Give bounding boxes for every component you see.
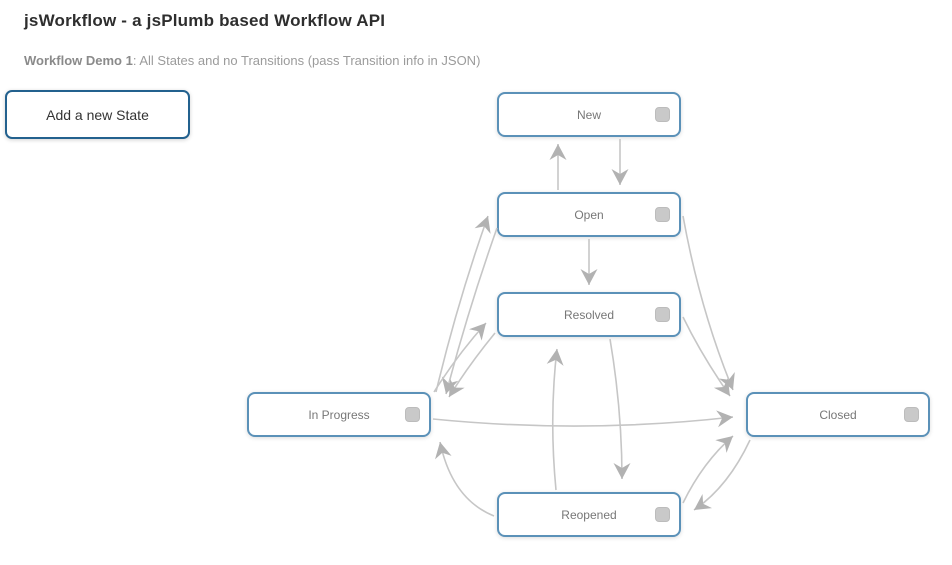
connection-reopened-resolved: [551, 348, 558, 491]
endpoint-handle[interactable]: [655, 506, 670, 522]
endpoint-handle[interactable]: [655, 306, 670, 322]
connection-closed-reopened: [693, 439, 751, 511]
connection-open-inprogress: [445, 227, 498, 395]
state-label: In Progress: [308, 407, 370, 422]
endpoint-handle[interactable]: [405, 406, 420, 422]
endpoint-handle[interactable]: [655, 106, 670, 122]
connection-inprogress-resolved: [433, 322, 487, 393]
arrowhead-resolved-closed: [713, 378, 730, 396]
page-title: jsWorkflow - a jsPlumb based Workflow AP…: [24, 11, 386, 30]
arrowhead-reopened-inprogress: [435, 442, 452, 460]
state-node-closed[interactable]: Closed: [746, 392, 930, 437]
arrowhead-inprogress-closed: [716, 410, 733, 428]
connection-open-closed: [682, 215, 734, 391]
state-node-open[interactable]: Open: [497, 192, 681, 237]
connection-resolved-inprogress: [448, 332, 496, 398]
state-label: Resolved: [563, 307, 615, 322]
arrowhead-reopened-resolved: [546, 349, 564, 366]
state-node-new[interactable]: New: [497, 92, 681, 137]
arrowhead-open-resolved: [580, 269, 598, 285]
arrowhead-open-closed: [719, 372, 735, 390]
state-node-inprogress[interactable]: In Progress: [247, 392, 431, 437]
demo-number-label: Workflow Demo 1: [24, 53, 133, 68]
endpoint-handle[interactable]: [655, 206, 670, 222]
state-label: Reopened: [561, 507, 617, 522]
connection-inprogress-closed: [432, 416, 734, 427]
arrowhead-closed-reopened: [694, 494, 712, 510]
state-node-reopened[interactable]: Reopened: [497, 492, 681, 537]
state-label: New: [576, 107, 601, 122]
connection-resolved-reopened: [609, 338, 623, 480]
arrowhead-inprogress-resolved: [469, 323, 486, 341]
demo-description: : All States and no Transitions (pass Tr…: [132, 53, 481, 68]
connection-resolved-closed: [682, 316, 731, 397]
connection-inprogress-open: [435, 215, 489, 393]
connection-reopened-inprogress: [439, 441, 495, 517]
state-node-resolved[interactable]: Resolved: [497, 292, 681, 337]
state-label: Closed: [819, 407, 857, 422]
arrowhead-inprogress-open: [474, 216, 491, 234]
state-label: Open: [574, 207, 604, 222]
arrowhead-open-inprogress: [441, 376, 459, 394]
add-state-button[interactable]: Add a new State: [5, 90, 190, 139]
arrowhead-reopened-closed: [715, 436, 733, 453]
page-subtitle: Workflow Demo 1: All States and no Trans…: [24, 53, 480, 68]
arrowhead-resolved-inprogress: [449, 378, 465, 397]
endpoint-handle[interactable]: [904, 406, 919, 422]
connection-reopened-closed: [682, 435, 734, 504]
arrowhead-open-new: [549, 144, 567, 160]
arrowhead-new-open: [611, 169, 629, 185]
arrowhead-resolved-reopened: [613, 463, 631, 479]
